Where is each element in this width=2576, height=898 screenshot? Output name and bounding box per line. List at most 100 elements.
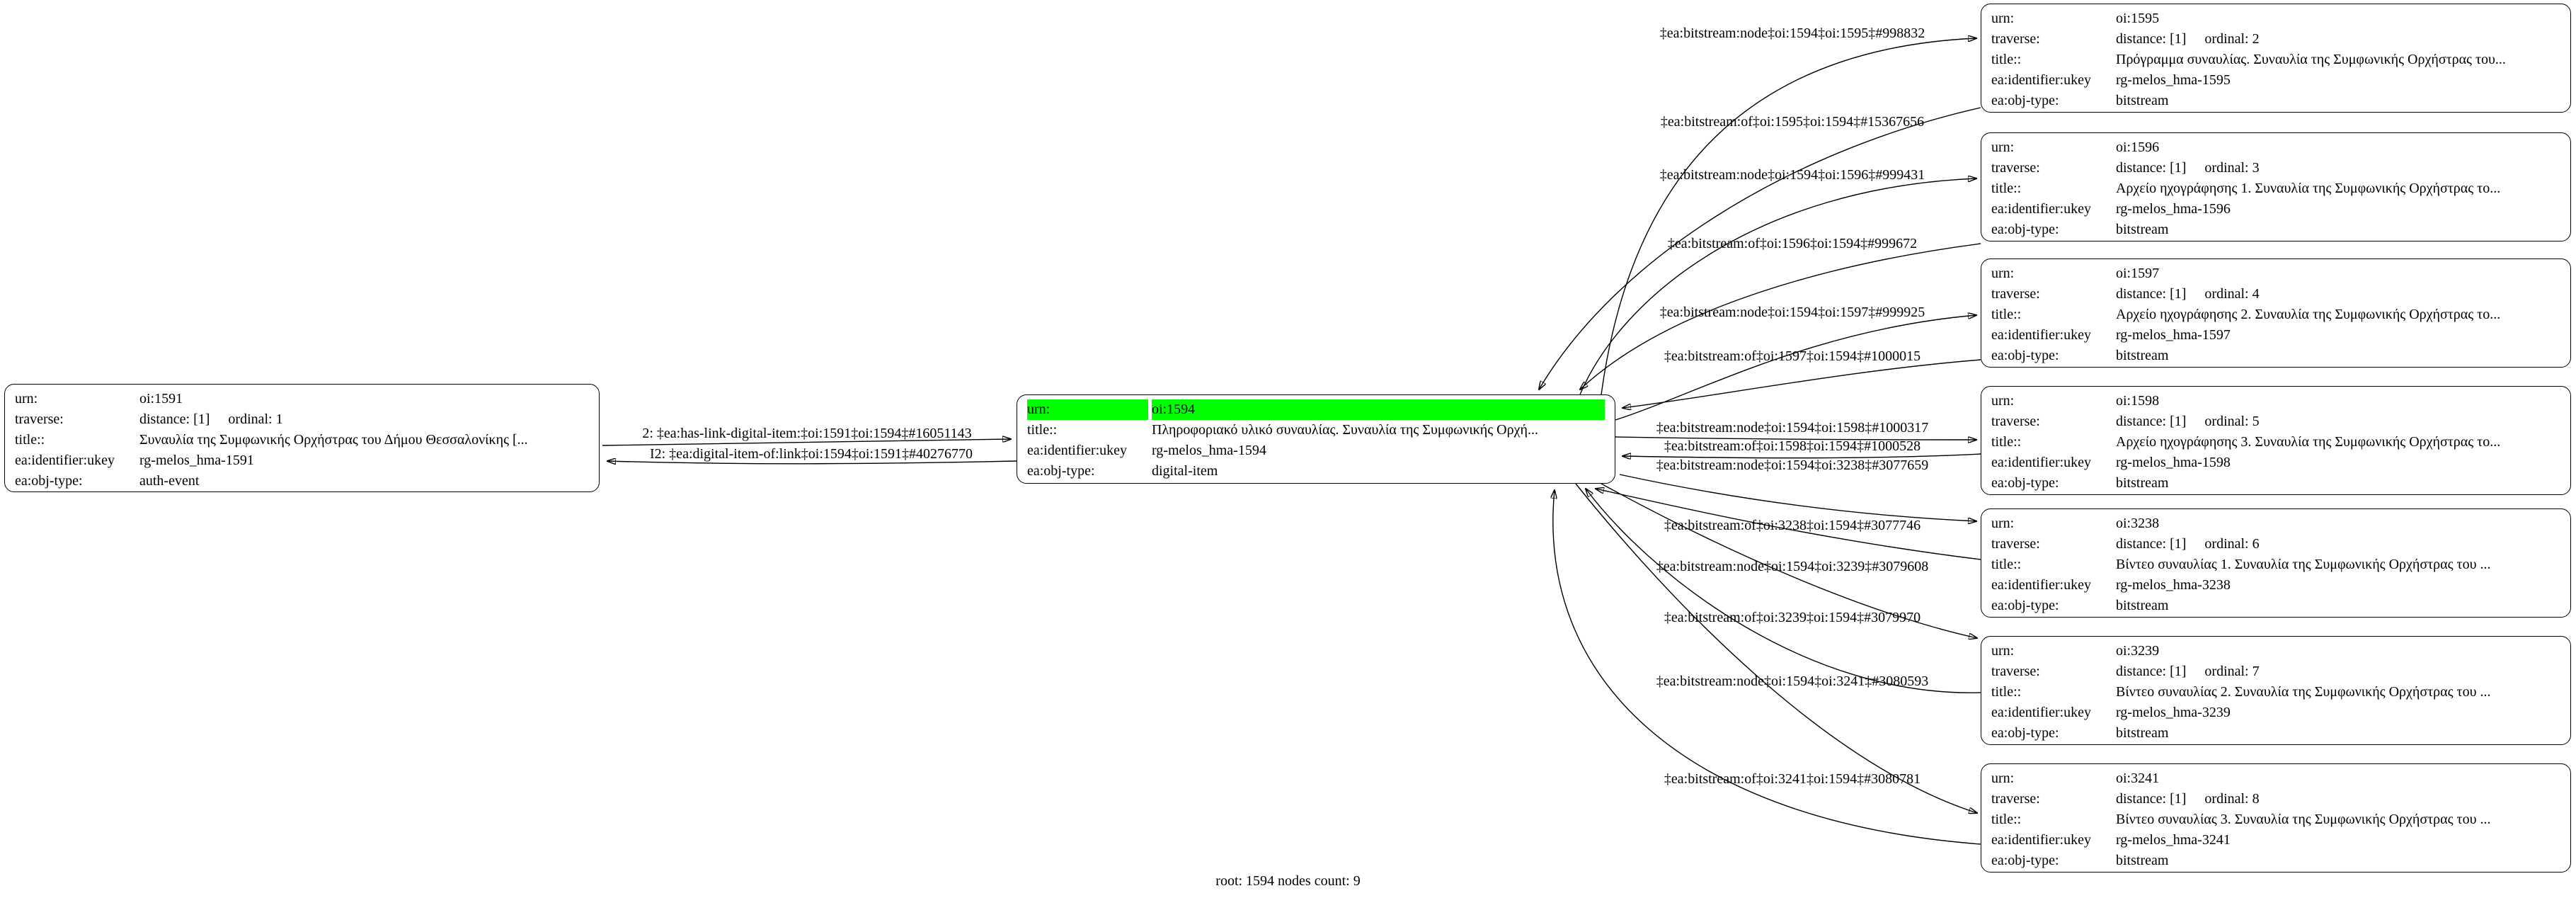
field-label: ea:identifier:ukey xyxy=(15,453,115,468)
field-label: ea:identifier:ukey xyxy=(1991,455,2092,470)
edge-label-link-1591-1594: 2: ‡ea:has-link-digital-item:‡oi:1591‡oi… xyxy=(642,426,972,441)
field-label: title:: xyxy=(1991,307,2022,322)
edge-bs-of-1597[interactable] xyxy=(1622,359,1981,408)
field-label: traverse: xyxy=(1991,414,2040,429)
node-row: traverse:distance: [1]ordinal: 7 xyxy=(1991,661,2560,682)
field-label: ea:identifier:ukey xyxy=(1027,443,1128,458)
edge-bs-node-3241[interactable] xyxy=(1575,483,1977,813)
field-label: title:: xyxy=(1991,434,2022,450)
node-row: ea:obj-type:bitstream xyxy=(1991,723,2560,744)
field-label: ea:obj-type: xyxy=(1991,475,2059,491)
field-label: ea:obj-type: xyxy=(1991,93,2059,108)
field-value: Συναυλία της Συμφωνικής Ορχήστρας του Δή… xyxy=(139,432,528,448)
field-label: ea:obj-type: xyxy=(15,473,83,489)
field-label: ea:identifier:ukey xyxy=(1991,72,2092,88)
edge-has-link-digital-item[interactable] xyxy=(602,439,1011,446)
edge-bs-node-1596[interactable] xyxy=(1579,178,1976,395)
field-label: title:: xyxy=(1991,812,2022,827)
edge-label-bs-of-1598: ‡ea:bitstream:of‡oi:1598‡oi:1594‡#100052… xyxy=(1664,438,1921,454)
field-label: traverse: xyxy=(1991,536,2040,552)
node-oi-1597[interactable]: urn: oi:1597 traverse:distance: [1]ordinal… xyxy=(1981,258,2571,368)
edge-bs-of-3241[interactable] xyxy=(1553,490,1981,845)
node-row: ea:obj-type:bitstream xyxy=(1991,473,2560,494)
field-value: distance: [1]ordinal: 5 xyxy=(2116,414,2260,429)
field-label: urn: xyxy=(1991,516,2015,531)
edge-bs-of-1596[interactable] xyxy=(1580,243,1981,390)
field-value: distance: [1]ordinal: 2 xyxy=(2116,31,2260,47)
field-value: oi:1594 xyxy=(1152,399,1605,420)
field-value: bitstream xyxy=(2116,853,2169,868)
edge-label-bs-node-1598: ‡ea:bitstream:node‡oi:1594‡oi:1598‡#1000… xyxy=(1656,420,1929,436)
node-row: ea:obj-type:bitstream xyxy=(1991,220,2560,240)
field-value: Πληροφοριακό υλικό συναυλίας. Συναυλία τ… xyxy=(1152,422,1538,438)
field-value: digital-item xyxy=(1152,463,1218,479)
node-row: ea:obj-type:bitstream xyxy=(1991,851,2560,871)
field-label: urn: xyxy=(1027,399,1148,420)
node-row: urn: oi:1598 xyxy=(1991,391,2560,411)
edge-bs-of-1598[interactable] xyxy=(1622,454,1981,458)
edge-label-bs-node-3239: ‡ea:bitstream:node‡oi:1594‡oi:3239‡#3079… xyxy=(1656,559,1929,574)
edge-bs-node-1595[interactable] xyxy=(1601,38,1976,395)
edge-bs-of-3238[interactable] xyxy=(1596,489,1981,560)
node-row: ea:identifier:ukey rg-melos_hma-1598 xyxy=(1991,453,2560,473)
field-value: distance: [1]ordinal: 8 xyxy=(2116,791,2260,807)
edge-label-bs-of-1596: ‡ea:bitstream:of‡oi:1596‡oi:1594‡#999672 xyxy=(1667,236,1918,251)
field-label: urn: xyxy=(1991,643,2015,659)
field-label: title:: xyxy=(1991,684,2022,700)
edge-label-bs-of-1595: ‡ea:bitstream:of‡oi:1595‡oi:1594‡#153676… xyxy=(1660,114,1925,130)
field-label: title:: xyxy=(1991,181,2022,196)
field-value: oi:1596 xyxy=(2116,140,2160,155)
field-label: urn: xyxy=(15,391,38,407)
edge-label-bs-of-3238: ‡ea:bitstream:of‡oi:3238‡oi:1594‡#307774… xyxy=(1664,518,1921,533)
field-value: rg-melos_hma-1591 xyxy=(139,453,254,468)
field-value: oi:1598 xyxy=(2116,393,2160,409)
node-row: traverse:distance: [1]ordinal: 4 xyxy=(1991,284,2560,305)
edge-label-bs-of-3241: ‡ea:bitstream:of‡oi:3241‡oi:1594‡#308078… xyxy=(1664,771,1921,787)
edge-bs-of-3239[interactable] xyxy=(1586,489,1981,693)
node-row: ea:obj-type:bitstream xyxy=(1991,346,2560,366)
node-row: title::Βίντεο συναυλίας 1. Συναυλία της … xyxy=(1991,555,2560,575)
field-label: traverse: xyxy=(1991,286,2040,302)
field-label: title:: xyxy=(15,432,45,448)
node-oi-1598[interactable]: urn: oi:1598 traverse: distance: [1]ordinal… xyxy=(1981,386,2571,495)
field-value: Αρχείο ηχογράφησης 3. Συναυλία της Συμφω… xyxy=(2116,434,2501,450)
node-row: traverse:distance: [1]ordinal: 6 xyxy=(1991,534,2560,555)
field-label: traverse: xyxy=(1991,160,2040,176)
node-row: traverse:distance: [1]ordinal: 2 xyxy=(1991,29,2560,50)
field-label: title:: xyxy=(1027,422,1058,438)
field-value: rg-melos_hma-1595 xyxy=(2116,72,2231,88)
node-row: ea:identifier:ukey rg-melos_hma-1591 xyxy=(15,450,589,471)
field-value: Αρχείο ηχογράφησης 1. Συναυλία της Συμφω… xyxy=(2116,181,2501,196)
field-label: traverse: xyxy=(1991,791,2040,807)
node-row: title::Βίντεο συναυλίας 3. Συναυλία της … xyxy=(1991,809,2560,830)
field-label: ea:obj-type: xyxy=(1991,348,2059,363)
edge-bs-node-1598[interactable] xyxy=(1615,436,1976,440)
node-row: traverse:distance: [1]ordinal: 3 xyxy=(1991,158,2560,178)
field-label: urn: xyxy=(1991,393,2015,409)
field-value: Βίντεο συναυλίας 2. Συναυλία της Συμφωνι… xyxy=(2116,684,2491,700)
field-value: rg-melos_hma-1598 xyxy=(2116,455,2231,470)
graph-footer: root: 1594 nodes count: 9 xyxy=(1215,873,1361,889)
field-label: urn: xyxy=(1991,266,2015,281)
edge-bs-node-3238[interactable] xyxy=(1619,474,1976,521)
edge-bs-node-1597[interactable] xyxy=(1615,315,1976,421)
field-label: ea:obj-type: xyxy=(1991,222,2059,237)
node-row: urn:oi:3238 xyxy=(1991,513,2560,534)
field-value: oi:1597 xyxy=(2116,266,2160,281)
node-row: title::Πληροφοριακό υλικό συναυλίας. Συν… xyxy=(1027,420,1605,441)
edge-bs-of-1595[interactable] xyxy=(1539,107,1981,390)
node-row: urn: oi:1597 xyxy=(1991,263,2560,284)
edge-bs-node-3239[interactable] xyxy=(1601,483,1977,638)
node-row: ea:obj-type:auth-event xyxy=(15,471,589,491)
field-label: ea:obj-type: xyxy=(1027,463,1095,479)
edge-digital-item-of-link[interactable] xyxy=(607,461,1017,464)
